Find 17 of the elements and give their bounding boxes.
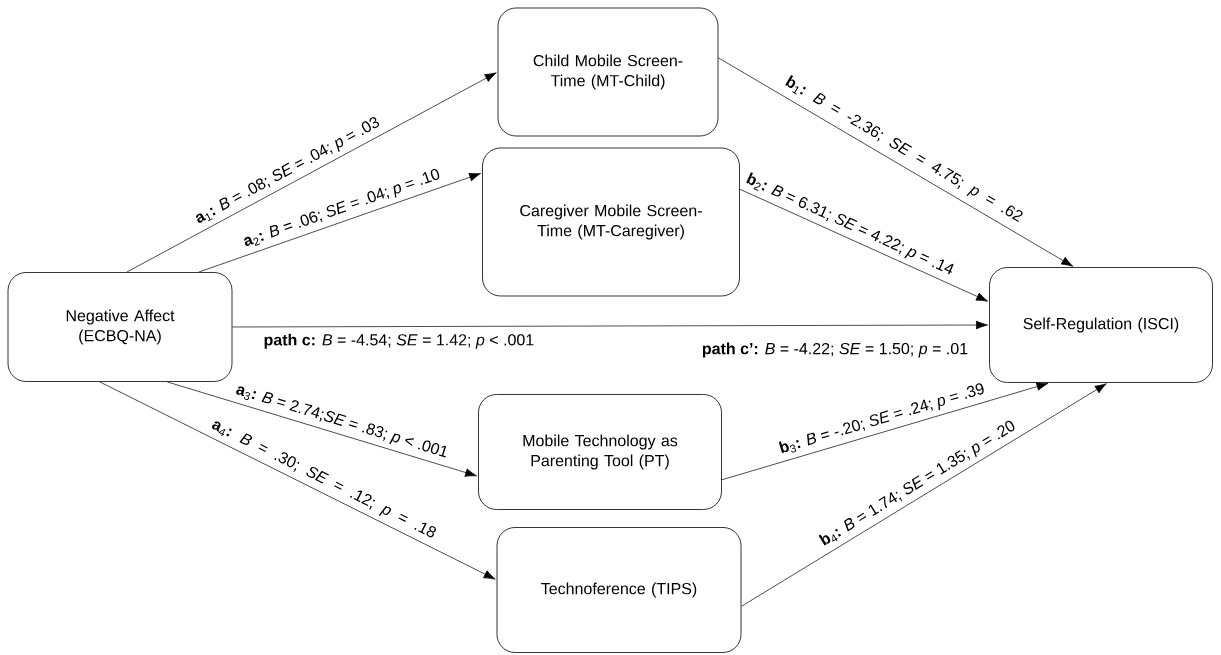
path-label: path c’: B = -4.22; SE = 1.50; p = .01 <box>700 341 970 359</box>
arrow <box>126 72 497 273</box>
arrow <box>232 320 988 330</box>
arrow <box>99 381 496 580</box>
variable-box: Self-Regulation (ISCI) <box>989 267 1213 383</box>
arrow <box>718 57 1074 267</box>
variable-box: Negative Affect (ECBQ-NA) <box>7 272 233 382</box>
arrow <box>739 188 989 302</box>
arrow <box>721 382 1049 481</box>
variable-box: Caregiver Mobile Screen-Time (MT-Caregiver) <box>482 147 740 297</box>
variable-box: Technoference (TIPS) <box>496 527 742 653</box>
variable-box: Mobile Technology as Parenting Tool (PT) <box>478 394 722 510</box>
variable-box: Child Mobile Screen-Time (MT-Child) <box>497 7 719 137</box>
edge-label: path c: B = -4.54; SE = 1.42; p < .001 <box>262 332 536 350</box>
arrow <box>166 381 477 477</box>
arrow <box>741 383 1107 607</box>
arrow <box>198 173 481 273</box>
